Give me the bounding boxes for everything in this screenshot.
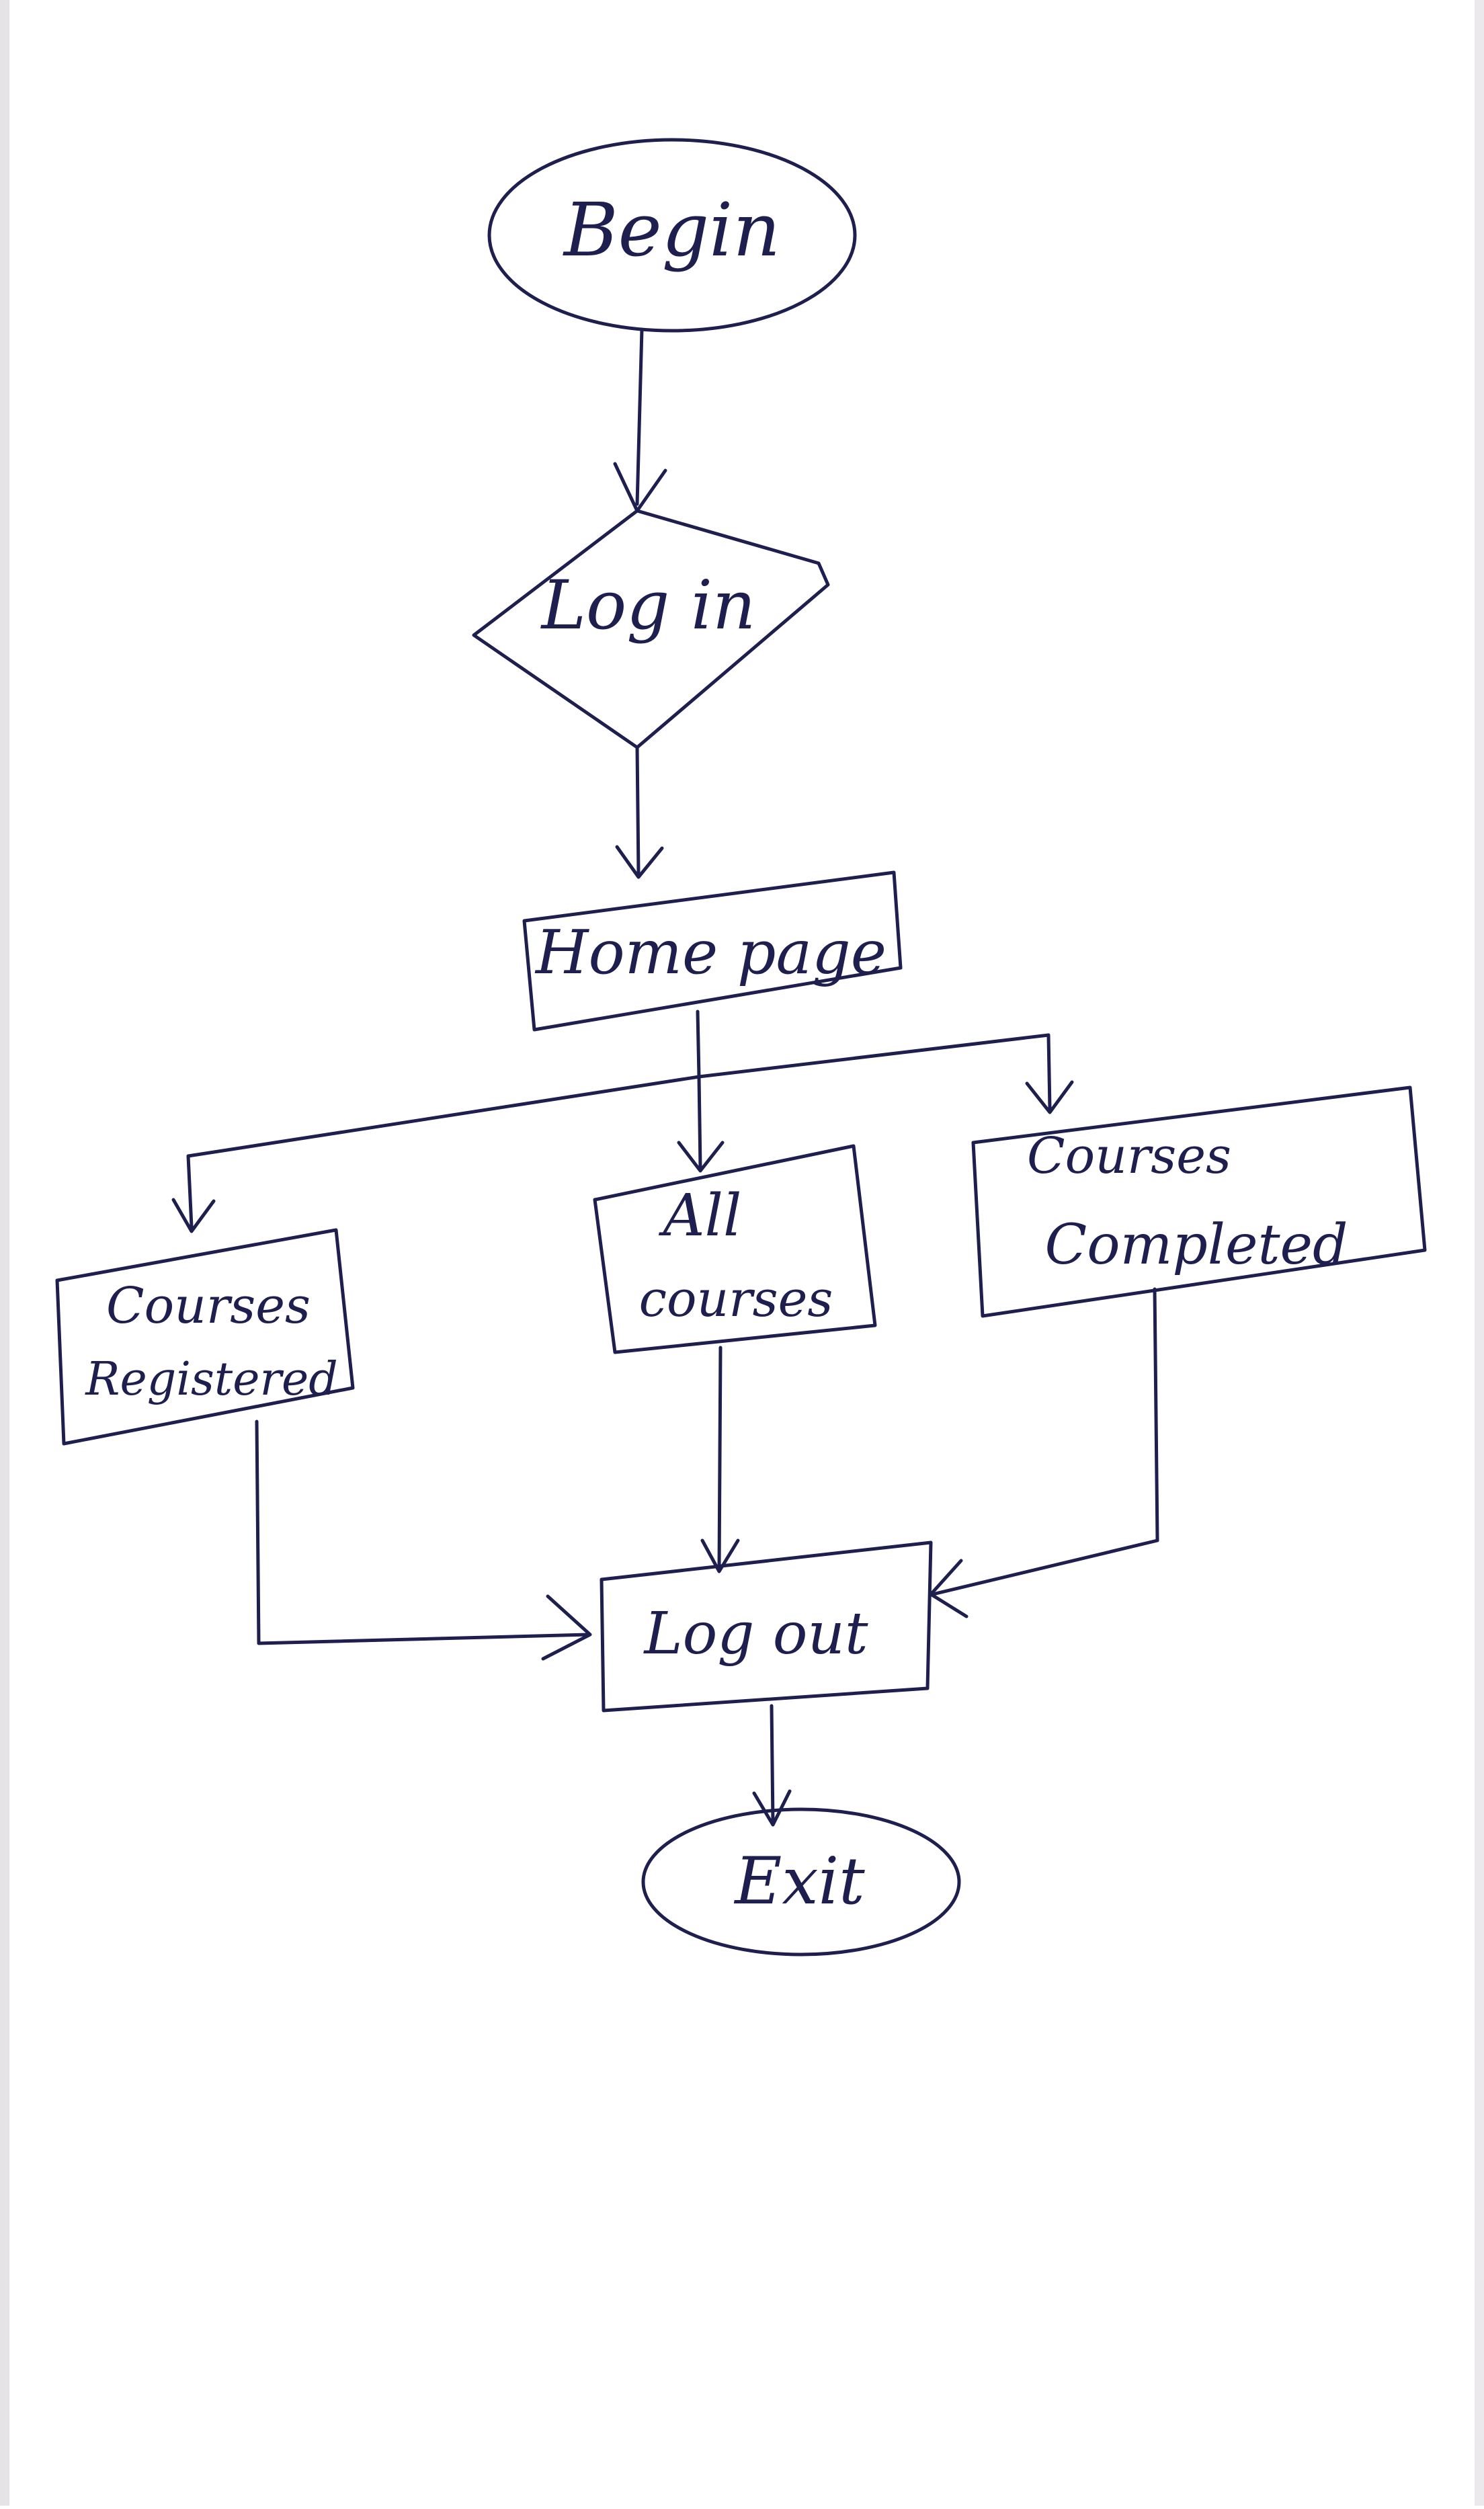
exit-label: Exit [733, 1844, 865, 1919]
login-node-shape [472, 509, 830, 749]
paper-edge-left [0, 0, 9, 2506]
arrowhead-exit [752, 1789, 792, 1827]
all-courses-node-shape [593, 1144, 877, 1354]
arrowhead-logout-top [700, 1538, 740, 1573]
arrowhead-all [677, 1141, 725, 1173]
begin-label: Begin [563, 187, 780, 273]
arrowhead-completed [1025, 1080, 1074, 1114]
edge-all-to-logout [717, 1346, 723, 1571]
edge-logout-to-exit [770, 1704, 775, 1825]
edge-completed-to-logout [931, 1287, 1159, 1596]
login-label: Log in [540, 566, 756, 645]
arrowhead-logout-left [541, 1594, 592, 1661]
arrowhead-registered [171, 1198, 216, 1233]
begin-node-shape [487, 138, 857, 333]
paper-edge-right [1475, 0, 1484, 2506]
edge-home-trunk [696, 1010, 701, 1079]
edge-home-to-registered [186, 1154, 194, 1229]
courses-completed-label-line1: Courses [1027, 1127, 1231, 1185]
home-page-label: Home page [534, 917, 887, 988]
logout-label: Log out [643, 1600, 868, 1668]
courses-registered-label-line2: Registered [84, 1353, 337, 1406]
logout-node-shape [600, 1540, 933, 1713]
edge-begin-to-login [635, 327, 644, 506]
edge-registered-to-logout [255, 1420, 590, 1645]
arrowhead-home [615, 845, 664, 879]
all-courses-label-line2: courses [639, 1270, 833, 1328]
edge-home-to-completed [1046, 1033, 1052, 1111]
courses-registered-node-shape [55, 1228, 355, 1446]
courses-registered-label-line1: Courses [106, 1277, 311, 1335]
edge-login-to-home [635, 745, 641, 876]
home-page-node-shape [522, 870, 903, 1032]
edge-home-branch-bar [186, 1033, 1050, 1158]
all-courses-label-line1: All [658, 1182, 741, 1249]
edge-home-to-all [697, 1075, 702, 1170]
exit-node-shape [641, 1807, 961, 1957]
courses-completed-label-line2: Completed [1044, 1213, 1348, 1277]
arrowhead-login [613, 462, 667, 513]
courses-completed-node-shape [971, 1085, 1427, 1318]
